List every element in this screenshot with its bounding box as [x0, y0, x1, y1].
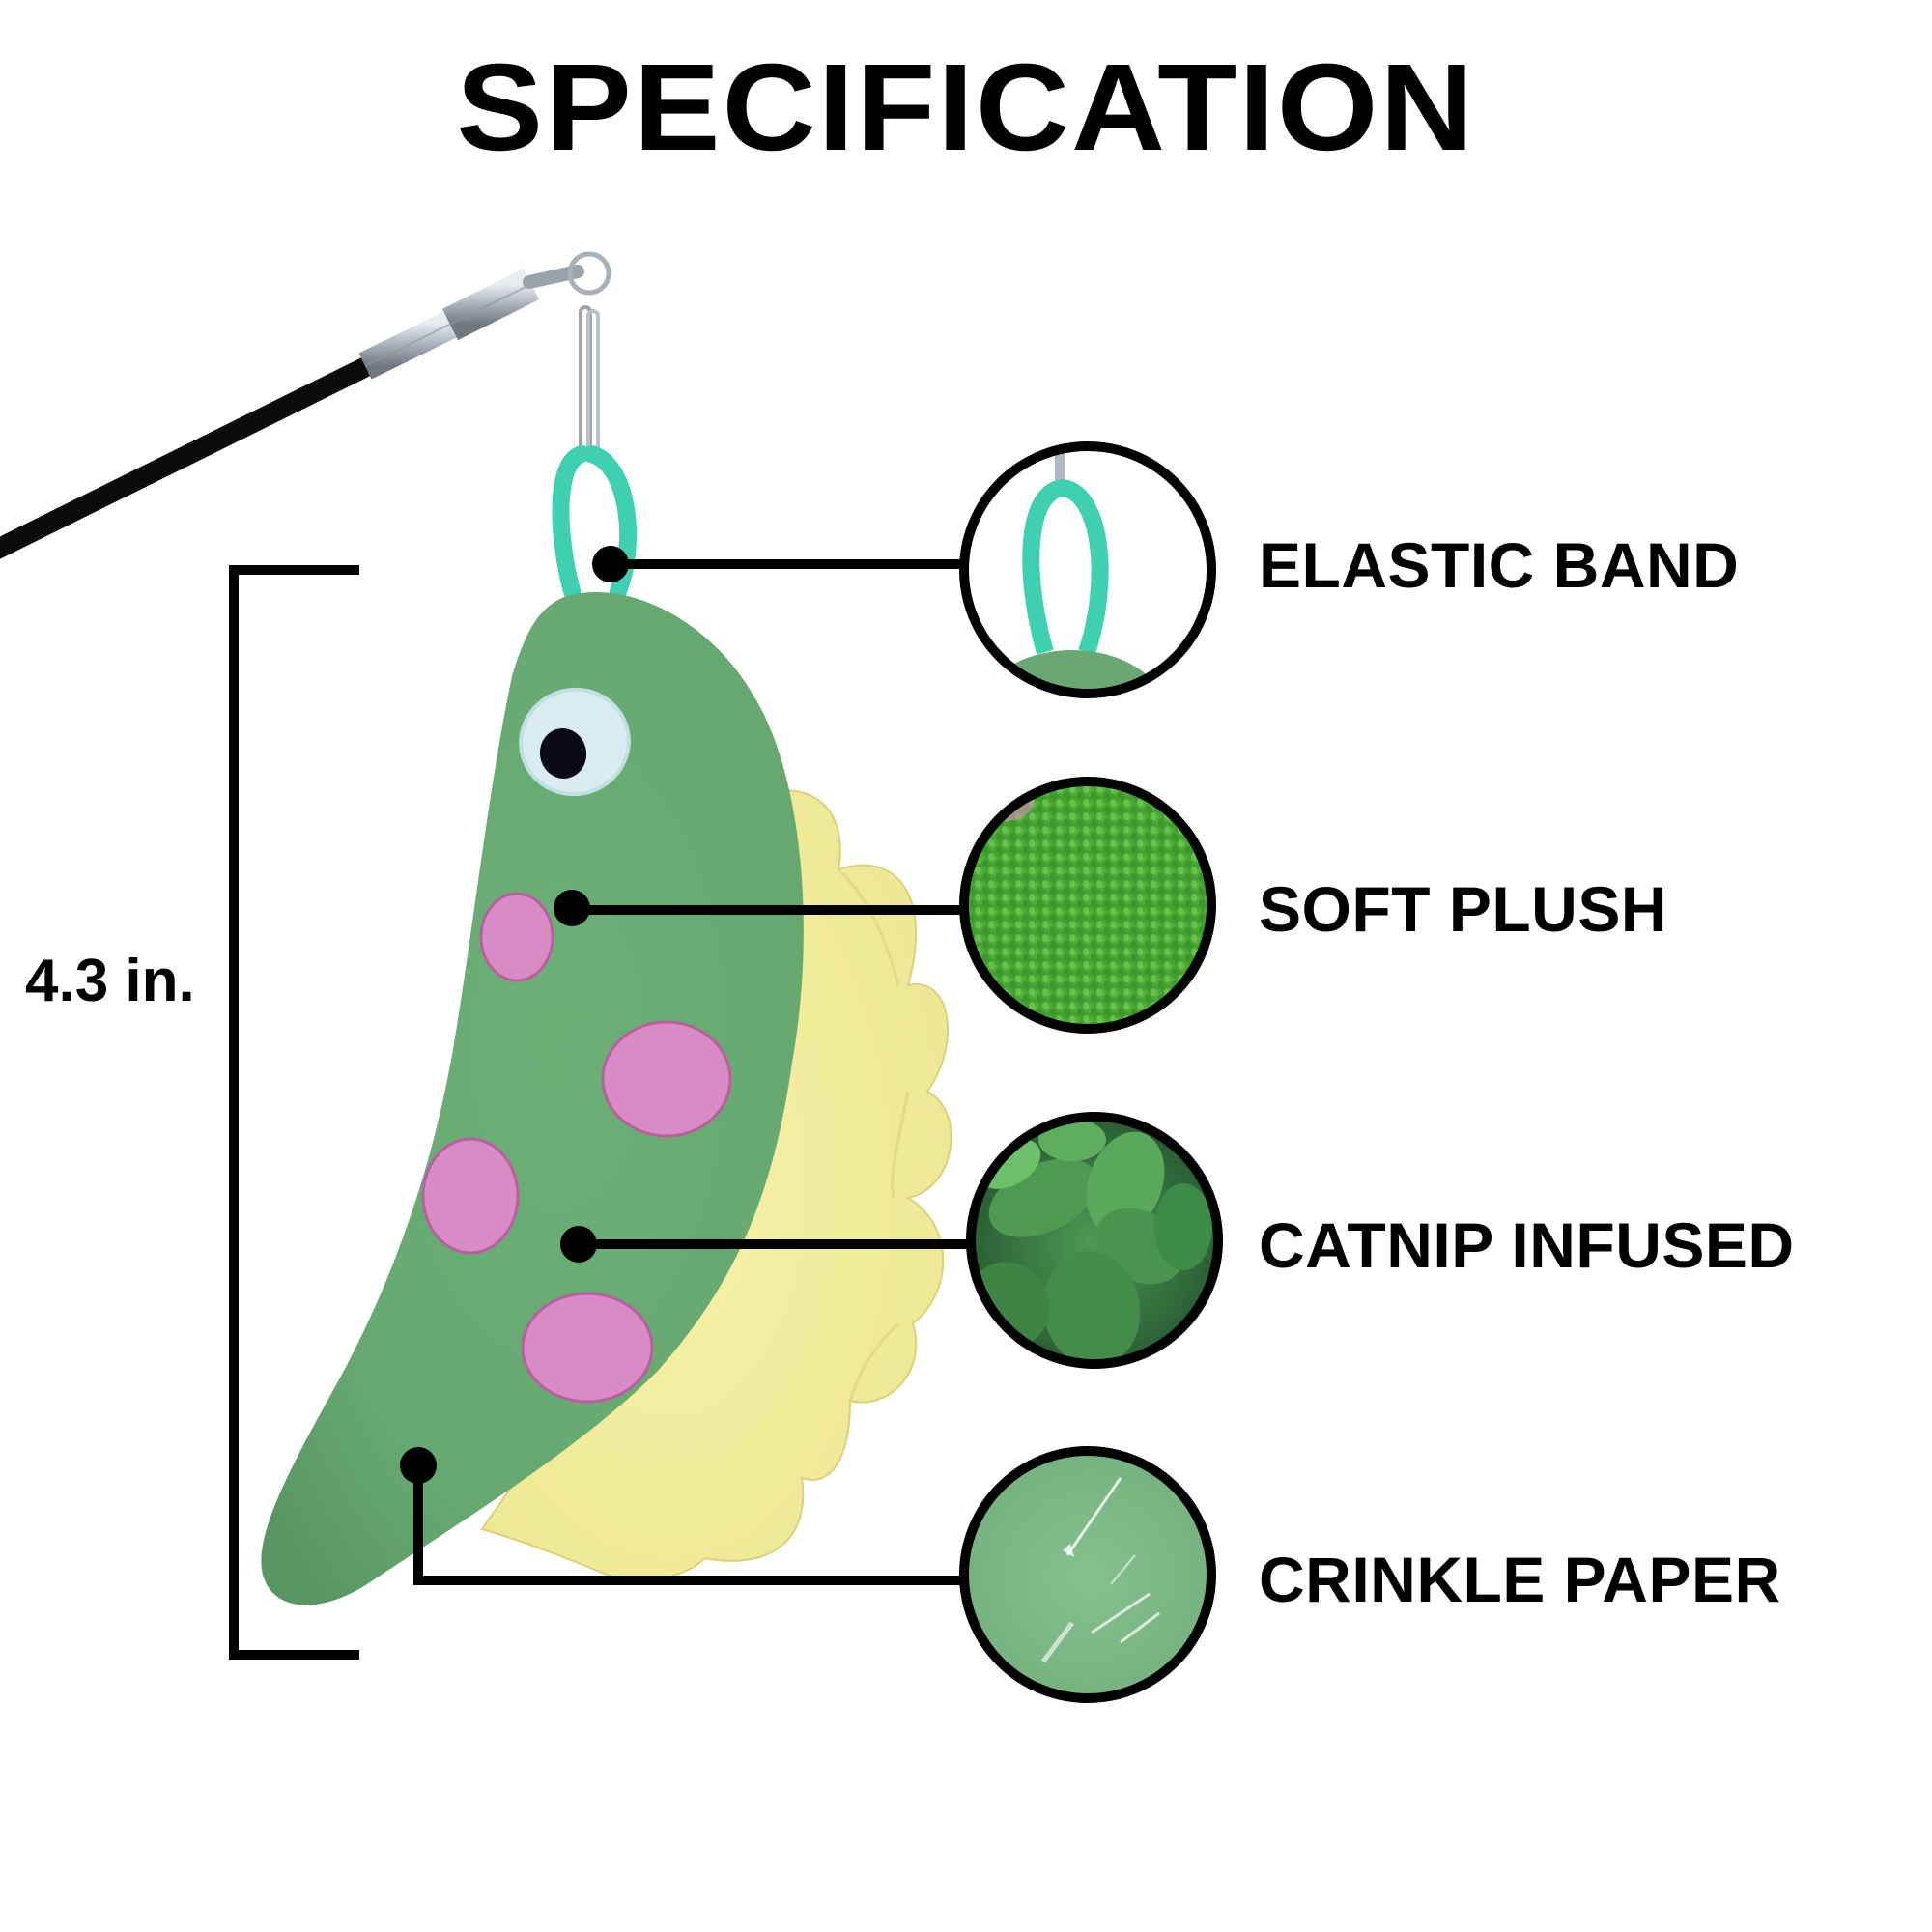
- swivel-clip: [579, 305, 600, 454]
- key-ring: [567, 251, 611, 296]
- feature-label-catnip-infused: CATNIP INFUSED: [1259, 1209, 1795, 1281]
- feature-label-elastic-band: ELASTIC BAND: [1259, 529, 1740, 601]
- wand-rod: [0, 356, 372, 559]
- feature-label-soft-plush: SOFT PLUSH: [1259, 873, 1668, 945]
- callout-crinkle: [400, 1447, 966, 1585]
- height-dimension-label: 4.3 in.: [25, 948, 195, 1014]
- spot: [479, 892, 554, 982]
- callout-catnip: [560, 1226, 971, 1263]
- callout-elastic: [592, 546, 966, 582]
- dino-body: [261, 592, 804, 1605]
- wand-metal-tip: [358, 265, 584, 380]
- dimension-bracket: [229, 565, 359, 1660]
- page-title: SPECIFICATION: [456, 39, 1476, 177]
- elastic-band-closeup-icon: [959, 441, 1216, 698]
- feature-label-crinkle-paper: CRINKLE PAPER: [1259, 1544, 1781, 1615]
- crinkle-paper-closeup-icon: [959, 1446, 1216, 1703]
- callout-line: [413, 1465, 966, 1585]
- callout-plush: [554, 890, 966, 926]
- soft-plush-closeup-icon: [959, 777, 1216, 1034]
- catnip-leaves-closeup-icon: [966, 1112, 1223, 1369]
- spot: [521, 1292, 654, 1404]
- dino-eye: [519, 687, 631, 797]
- spot: [601, 1020, 732, 1138]
- dino-spots: [421, 892, 732, 1404]
- wand: [0, 251, 611, 559]
- spot: [421, 1137, 520, 1255]
